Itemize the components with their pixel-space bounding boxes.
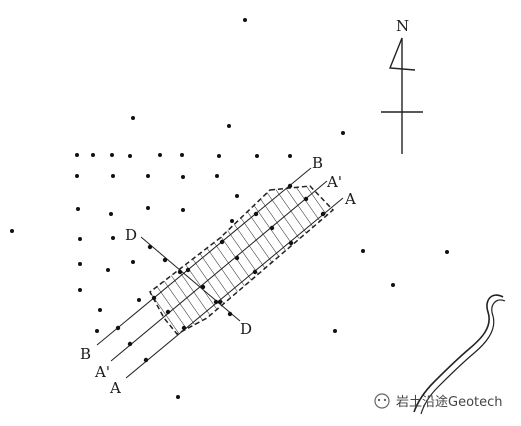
watermark: 岩土沿途Geotech	[374, 393, 503, 410]
building-footprint	[149, 185, 335, 335]
north-arrow-head	[388, 37, 416, 71]
section-line-b	[96, 167, 312, 346]
north-label: N	[396, 17, 409, 35]
label-a-prime-top: A'	[326, 173, 342, 191]
watermark-text: 岩土沿途Geotech	[396, 394, 503, 410]
label-a-prime-bottom: A'	[94, 363, 110, 381]
label-a-top: A	[344, 190, 356, 208]
section-line-d	[140, 236, 241, 322]
stream-line	[413, 294, 504, 413]
wechat-icon	[374, 393, 390, 409]
north-arrow: N	[381, 17, 423, 154]
section-boreholes	[115, 183, 326, 363]
stream-line-2	[420, 299, 506, 415]
label-b-bottom: B	[80, 345, 91, 363]
label-d-top: D	[125, 226, 137, 244]
label-b-top: B	[312, 154, 323, 172]
scattered-boreholes	[10, 18, 449, 399]
section-line-a	[125, 197, 344, 379]
label-a-bottom: A	[109, 379, 121, 397]
section-line-a-prime	[110, 180, 328, 362]
label-d-bottom: D	[240, 320, 252, 338]
section-lines	[96, 167, 344, 379]
